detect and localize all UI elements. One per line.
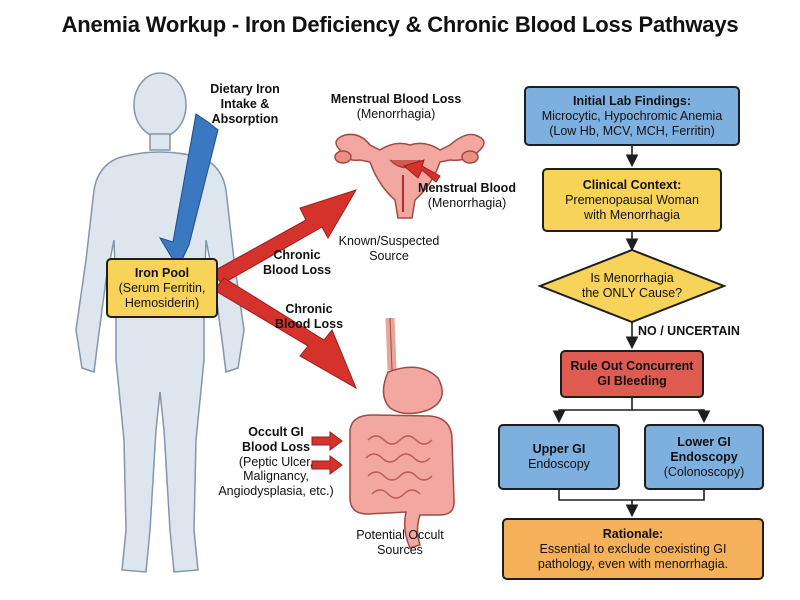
iron-pool-box: Iron Pool (Serum Ferritin, Hemosiderin) bbox=[106, 258, 218, 318]
no-uncertain-label: NO / UNCERTAIN bbox=[638, 324, 740, 338]
chronic-blood-loss-label-lower: Chronic Blood Loss bbox=[274, 302, 344, 331]
occult-gi-arrows bbox=[311, 431, 343, 475]
occult-gi-blood-loss-label: Occult GI Blood Loss (Peptic Ulcer, Mali… bbox=[218, 425, 334, 498]
chronic-blood-loss-arrow-gi bbox=[213, 277, 358, 390]
human-body-silhouette bbox=[75, 72, 245, 573]
menstrual-blood-arrow bbox=[402, 159, 441, 183]
rule-out-gi-bleeding-box: Rule Out Concurrent GI Bleeding bbox=[560, 350, 704, 398]
menstrual-blood-label: Menstrual Blood (Menorrhagia) bbox=[418, 181, 516, 210]
potential-occult-sources-label: Potential Occult Sources bbox=[356, 528, 444, 557]
lower-gi-endoscopy-box: Lower GI Endoscopy (Colonoscopy) bbox=[644, 424, 764, 490]
page-title: Anemia Workup - Iron Deficiency & Chroni… bbox=[61, 12, 739, 37]
dietary-iron-arrow bbox=[158, 113, 219, 270]
upper-gi-endoscopy-box: Upper GI Endoscopy bbox=[498, 424, 620, 490]
chronic-blood-loss-label-upper: Chronic Blood Loss bbox=[262, 248, 332, 277]
gi-tract-illustration bbox=[349, 317, 455, 549]
rationale-box: Rationale: Essential to exclude coexisti… bbox=[502, 518, 764, 580]
dietary-iron-label: Dietary Iron Intake & Absorption bbox=[210, 82, 280, 126]
initial-lab-findings-box: Initial Lab Findings: Microcytic, Hypoch… bbox=[524, 86, 740, 146]
decision-diamond bbox=[537, 248, 727, 324]
clinical-context-box: Clinical Context: Premenopausal Woman wi… bbox=[542, 168, 722, 232]
known-suspected-source-label: Known/Suspected Source bbox=[338, 234, 440, 263]
menstrual-blood-loss-header: Menstrual Blood Loss (Menorrhagia) bbox=[330, 92, 462, 121]
decision-text: Is Menorrhagia the ONLY Cause? bbox=[581, 271, 683, 300]
uterus-illustration bbox=[334, 133, 485, 219]
chronic-blood-loss-arrow-uterus bbox=[211, 189, 358, 285]
